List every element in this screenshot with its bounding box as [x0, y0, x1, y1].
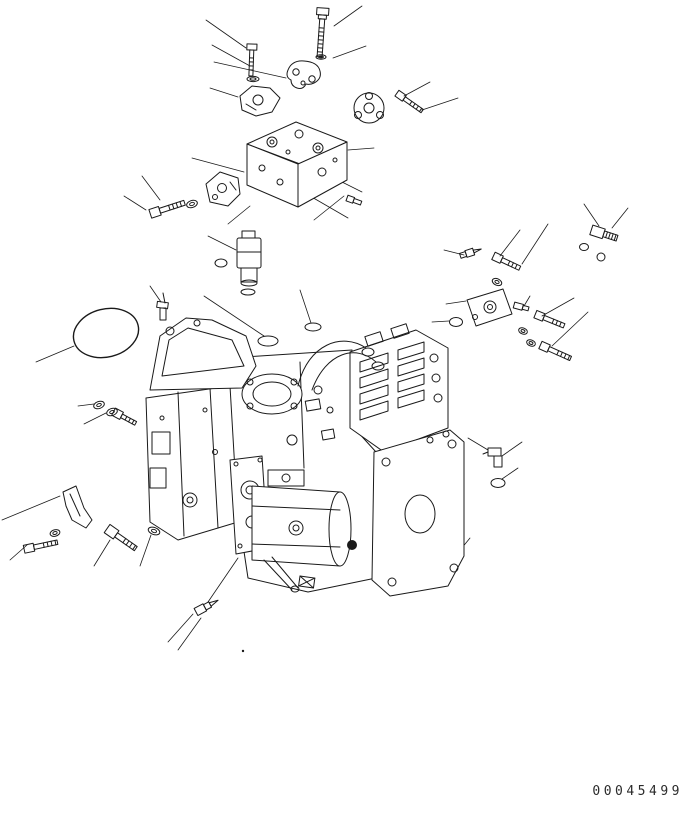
hex-bolt: [538, 340, 572, 361]
washer: [93, 400, 105, 410]
main-pump-assembly: [145, 317, 465, 597]
leader-lines-right: [431, 203, 629, 347]
elbow-fitting: [482, 447, 503, 468]
drawing-number: 00045499: [592, 784, 683, 799]
hex-bolt-long: [316, 7, 330, 58]
bottom-valve: [298, 575, 316, 589]
hex-bolt: [103, 523, 138, 552]
washer: [518, 327, 528, 335]
washer: [49, 529, 61, 537]
output-shaft: [263, 556, 299, 591]
fitting: [512, 301, 530, 312]
washer: [147, 526, 161, 536]
o-ring-large: [72, 307, 140, 359]
o-ring: [214, 258, 228, 268]
drive-cylinder: [251, 469, 352, 567]
hex-bolt-left: [148, 199, 186, 219]
washer: [246, 75, 260, 83]
grease-fitting: [345, 194, 363, 206]
o-ring: [257, 335, 279, 347]
pilot-sensor: [459, 247, 482, 259]
hydraulic-hose: [297, 340, 385, 391]
washer: [315, 54, 327, 60]
mount-bracket-small: [205, 171, 241, 207]
hex-bolt-small: [111, 407, 138, 426]
o-ring: [304, 322, 322, 332]
swash-cap: [286, 60, 321, 89]
mounting-bracket: [149, 317, 257, 391]
valve-manifold: [349, 323, 449, 453]
clamp-bracket: [239, 85, 281, 117]
round-flange: [353, 92, 385, 124]
leader-lines-bottom-left: [1, 495, 239, 651]
rear-cover-plate: [371, 429, 465, 597]
diagram-root: 00045499: [1, 5, 683, 799]
o-ring: [240, 288, 256, 296]
breather-fitting: [156, 292, 169, 321]
leader-lines-top-right: [227, 5, 459, 225]
o-ring: [579, 243, 589, 251]
o-ring: [449, 317, 463, 327]
plug: [589, 224, 619, 242]
dark-knob: [347, 540, 357, 550]
hex-bolt: [491, 251, 522, 271]
hex-bolt-angled: [394, 89, 424, 114]
hex-bolt: [533, 309, 566, 329]
solenoid-valve: [236, 230, 262, 287]
o-ring: [490, 478, 506, 488]
valve-block: [246, 121, 348, 208]
washer: [186, 199, 198, 209]
hex-bolt-top: [246, 43, 258, 77]
leader-lines-center: [35, 235, 312, 425]
relief-valve-block: [466, 288, 513, 327]
stray-dot: [241, 649, 245, 653]
o-ring: [596, 252, 606, 262]
washer: [491, 277, 503, 287]
angle-bracket: [62, 485, 93, 529]
washer: [526, 339, 536, 347]
temp-sensor: [193, 599, 219, 617]
pilot-pump-section: [145, 385, 239, 541]
hex-bolt: [22, 539, 59, 554]
leader-lines-bottom-right: [451, 437, 523, 561]
suction-flange: [241, 373, 303, 415]
